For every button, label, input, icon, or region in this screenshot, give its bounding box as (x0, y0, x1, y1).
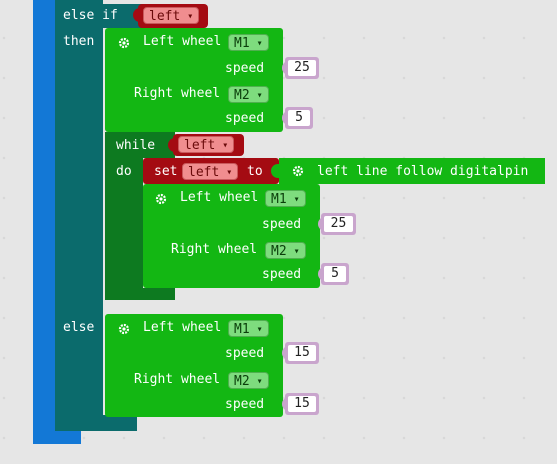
right-motor-dropdown[interactable]: M2 (228, 86, 269, 104)
while-label: while (116, 138, 156, 153)
right-speed-input[interactable]: 15 (285, 393, 319, 415)
left-wheel-label: Left wheel (143, 34, 222, 49)
speed-label: speed (225, 61, 265, 76)
condition-connector (133, 8, 141, 22)
set-variable-dropdown[interactable]: left (182, 163, 239, 181)
right-wheel-label: Right wheel (134, 86, 221, 101)
outer-if-block-bottom (33, 428, 81, 444)
gear-icon[interactable] (155, 193, 167, 205)
gear-icon[interactable] (292, 165, 304, 177)
while-loop-block[interactable] (105, 132, 143, 300)
left-speed-input[interactable]: 15 (285, 342, 319, 364)
else-if-header (55, 4, 145, 28)
line-follow-label: left line follow digitalpin (317, 164, 529, 179)
left-speed-input[interactable]: 25 (285, 57, 319, 79)
left-motor-dropdown[interactable]: M1 (265, 190, 306, 208)
left-wheel-label: Left wheel (143, 320, 222, 335)
speed-label: speed (225, 346, 265, 361)
else-if-block[interactable] (55, 0, 103, 430)
right-speed-input[interactable]: 5 (321, 263, 349, 285)
else-label: else (63, 320, 95, 335)
line-follow-block[interactable] (279, 158, 545, 184)
while-condition-dropdown[interactable]: left (178, 136, 235, 154)
else-if-condition-dropdown[interactable]: left (143, 7, 200, 25)
left-wheel-label: Left wheel (180, 190, 259, 205)
outer-if-block[interactable] (33, 0, 55, 444)
right-motor-dropdown[interactable]: M2 (265, 242, 306, 260)
speed-label: speed (225, 397, 265, 412)
right-wheel-label: Right wheel (134, 372, 221, 387)
right-motor-dropdown[interactable]: M2 (228, 372, 269, 390)
speed-label: speed (262, 217, 302, 232)
left-speed-input[interactable]: 25 (321, 213, 356, 235)
else-if-footer (55, 415, 137, 431)
to-label: to (247, 164, 263, 179)
speed-label: speed (262, 267, 302, 282)
do-label: do (116, 164, 132, 179)
while-footer (105, 288, 175, 300)
set-label: set (154, 164, 178, 179)
value-connector (271, 164, 279, 178)
left-motor-dropdown[interactable]: M1 (228, 320, 269, 338)
then-label: then (63, 34, 95, 49)
while-header (105, 132, 175, 158)
gear-icon[interactable] (118, 323, 130, 335)
right-wheel-label: Right wheel (171, 242, 258, 257)
left-motor-dropdown[interactable]: M1 (228, 34, 269, 52)
speed-label: speed (225, 111, 265, 126)
gear-icon[interactable] (118, 37, 130, 49)
else-if-label: else if (63, 8, 118, 23)
while-condition-connector (168, 138, 176, 152)
right-speed-input[interactable]: 5 (285, 107, 313, 129)
